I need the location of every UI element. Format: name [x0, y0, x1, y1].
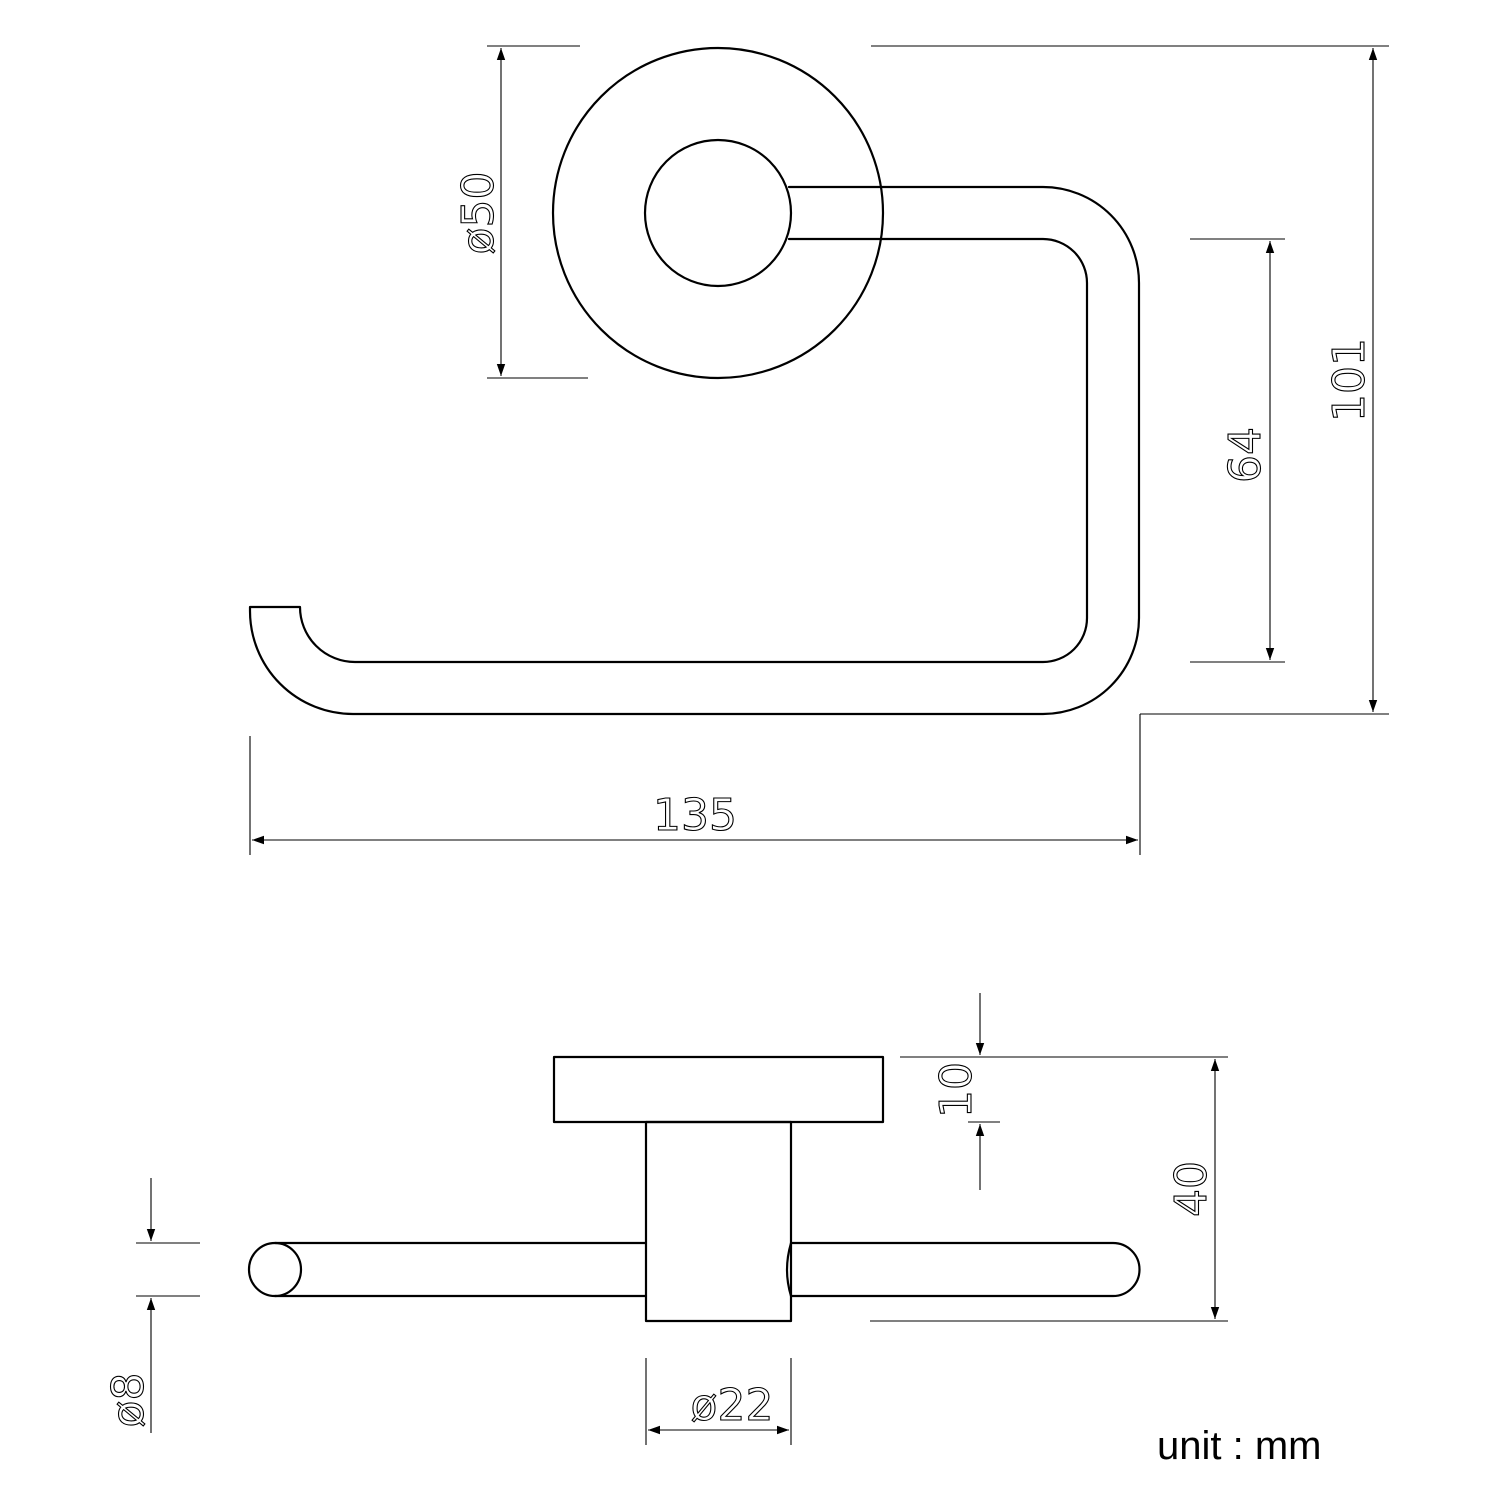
- dimension-total-height: 101: [871, 45, 1389, 855]
- dimension-base-thickness: 10: [900, 993, 1228, 1190]
- rod-left: [273, 1241, 648, 1298]
- wall-plate-outline: [551, 46, 885, 380]
- rod-post-joint: [785, 1241, 793, 1298]
- dimension-rod-diameter: ø8: [102, 1178, 200, 1433]
- dim-width-label: 135: [653, 790, 737, 841]
- side-view: 10 40 ø8 ø22: [102, 993, 1228, 1445]
- dimension-base-diameter: ø50: [452, 45, 588, 379]
- top-view: ø50 101 64 135: [248, 45, 1389, 855]
- dim-rod-diameter-label: ø8: [103, 1373, 154, 1428]
- post-side: [644, 1120, 793, 1323]
- rod-end-left: [247, 1241, 303, 1298]
- dimension-projection: 40: [870, 1059, 1228, 1322]
- dim-post-diameter-label: ø22: [691, 1380, 774, 1431]
- dim-base-thickness-label: 10: [931, 1062, 982, 1118]
- dim-projection-label: 40: [1166, 1161, 1217, 1217]
- post-outline: [643, 138, 793, 288]
- rod-right: [789, 1241, 1141, 1298]
- dim-total-height-label: 101: [1324, 338, 1375, 422]
- holder-arm-outline: [248, 185, 1141, 716]
- dim-base-diameter-label: ø50: [453, 172, 504, 255]
- dimension-inner-height: 64: [1190, 238, 1285, 663]
- dimension-post-diameter: ø22: [645, 1358, 792, 1445]
- unit-label: unit : mm: [1157, 1424, 1321, 1468]
- wall-plate-side: [552, 1055, 885, 1124]
- dim-inner-height-label: 64: [1220, 427, 1271, 483]
- dimension-width: 135: [249, 736, 1138, 855]
